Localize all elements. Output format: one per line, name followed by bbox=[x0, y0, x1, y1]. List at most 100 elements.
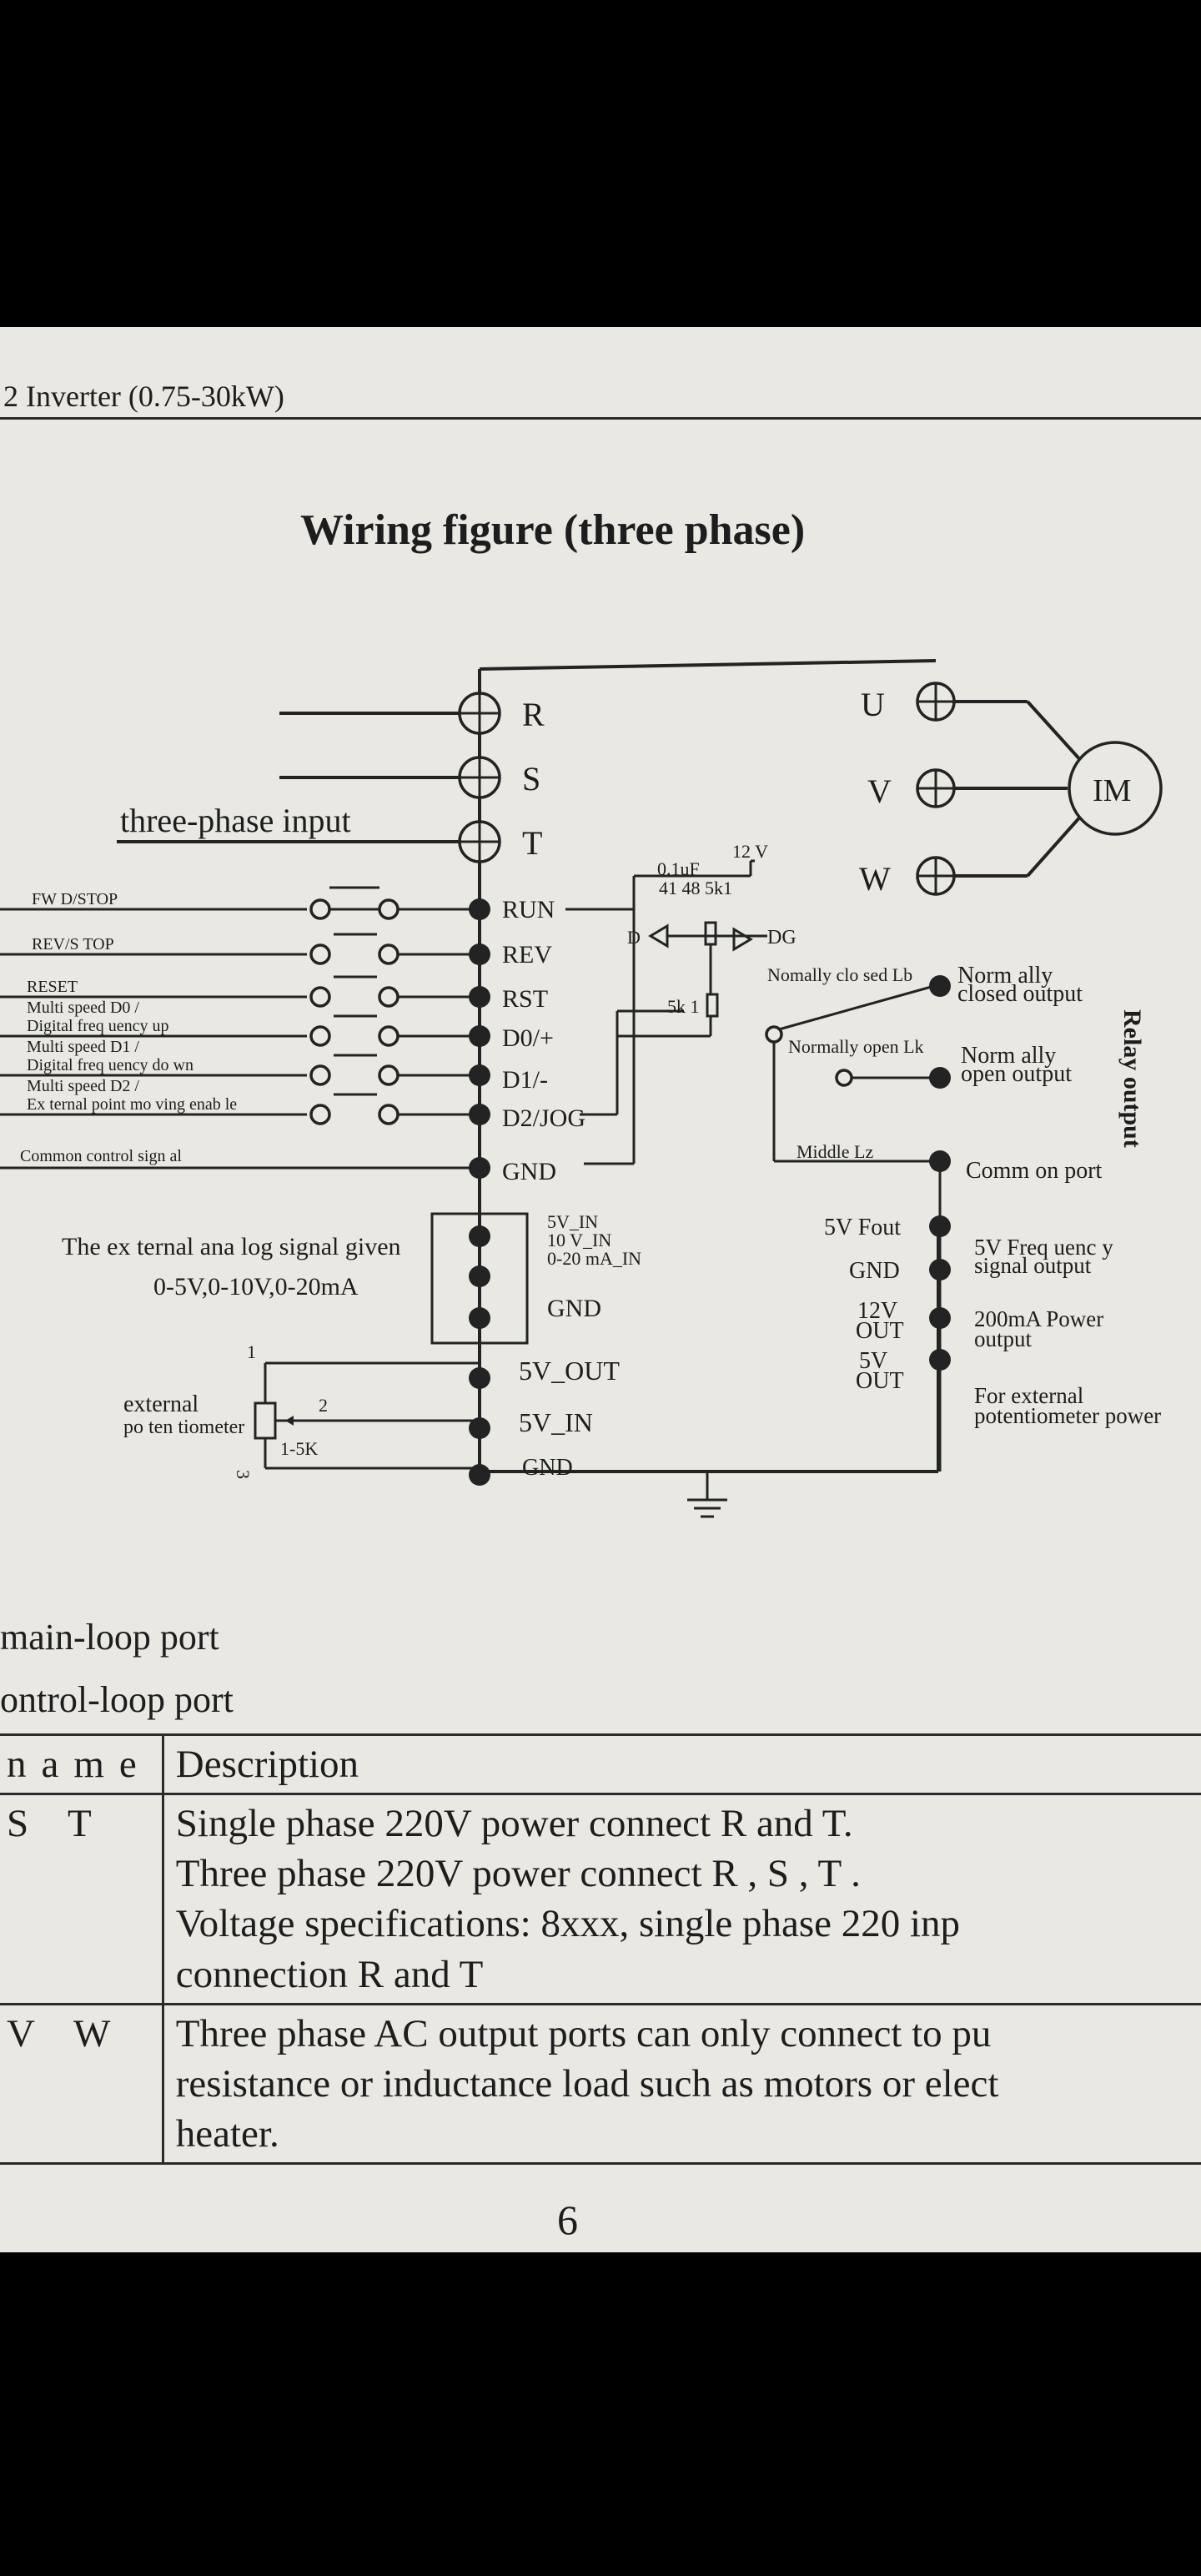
pot-pin-2: 2 bbox=[319, 1395, 328, 1416]
table-row: V W Three phase AC output ports can only… bbox=[0, 2004, 1201, 2164]
common-port-label: Comm on port bbox=[966, 1158, 1103, 1184]
terminal-u-label: U bbox=[861, 686, 885, 723]
manual-page: 2 Inverter (0.75-30kW) Wiring figure (th… bbox=[0, 327, 1201, 2252]
analog-section: The ex ternal ana log signal given0-5V,0… bbox=[62, 1211, 641, 1345]
pot-terminal-dot bbox=[469, 1367, 490, 1389]
no-output-label-a: Norm ally bbox=[961, 1043, 1056, 1069]
power-output-label-b: output bbox=[974, 1326, 1033, 1351]
control-terminal-label: D2/JOG bbox=[502, 1104, 585, 1132]
description-line: Three phase AC output ports can only con… bbox=[175, 2011, 992, 2055]
resistor-label: 5k 1 bbox=[667, 996, 700, 1017]
nc-output-label-a: Norm ally bbox=[957, 963, 1053, 989]
relay-output-side-label: Relay output bbox=[1118, 1009, 1146, 1148]
description-line: connection R and T bbox=[175, 1952, 484, 1996]
motor-label: IM bbox=[1093, 773, 1131, 808]
switch-contact bbox=[309, 1025, 331, 1047]
analog-terminal-label: 10 V_IN bbox=[547, 1230, 611, 1250]
led-icon bbox=[732, 927, 753, 952]
relay-open-contact-label: Normally open Lk bbox=[788, 1036, 924, 1057]
control-terminal-dot bbox=[469, 1104, 490, 1125]
d1-label-a: Multi speed D1 / bbox=[27, 1038, 139, 1056]
analog-terminal-label: 5V_IN bbox=[547, 1211, 598, 1232]
main-loop-heading: main-loop port bbox=[0, 1617, 219, 1658]
analog-signal-label: The ex ternal ana log signal given bbox=[62, 1233, 401, 1260]
table-row: S T Single phase 220V power connect R an… bbox=[0, 1794, 1201, 2005]
right-terminal-dot bbox=[929, 1067, 951, 1089]
pot-wiper-arrow bbox=[285, 1416, 294, 1426]
gnd-terminal-label: GND bbox=[849, 1258, 900, 1284]
switch-0 bbox=[309, 886, 480, 920]
fout-terminal-label: 5V Fout bbox=[824, 1215, 901, 1240]
potentiometer-icon bbox=[254, 1401, 277, 1440]
freq-output-label-a: 5V Freq uenc y bbox=[974, 1235, 1113, 1260]
d2-label-a: Multi speed D2 / bbox=[27, 1077, 139, 1095]
description-line: Single phase 220V power connect R and T. bbox=[175, 1802, 853, 1846]
wiring-diagram: Wiring figure (three phase) R S T bbox=[0, 506, 1163, 1518]
analog-terminal-dot bbox=[469, 1265, 490, 1287]
ext-pot-label-b: potentiometer power bbox=[974, 1403, 1161, 1428]
motor-circle bbox=[1068, 741, 1163, 836]
diode-label: 41 48 5k1 bbox=[659, 878, 732, 898]
terminal-v-label: V bbox=[867, 772, 892, 810]
control-terminal-dot bbox=[469, 986, 490, 1008]
power-output-label-a: 200mA Power bbox=[974, 1306, 1103, 1331]
control-terminal-dot bbox=[469, 943, 490, 965]
nc-output-label-b: closed output bbox=[957, 981, 1083, 1007]
terminal-t bbox=[458, 820, 501, 863]
relay-open-contact bbox=[835, 1069, 853, 1087]
switch-contact bbox=[309, 986, 331, 1008]
description-line: Voltage specifications: 8xxx, single pha… bbox=[175, 1902, 961, 1946]
relay-contact-closed bbox=[778, 984, 935, 1031]
control-terminal-label: D0/+ bbox=[502, 1024, 554, 1052]
terminal-s-label: S bbox=[522, 760, 540, 797]
switch-5 bbox=[309, 1093, 480, 1125]
table-header-row: name Description bbox=[0, 1734, 1201, 1794]
pot-label-b: po ten tiometer bbox=[123, 1416, 244, 1438]
relay-closed-contact-label: Nomally clo sed Lb bbox=[767, 964, 912, 985]
switch-3 bbox=[309, 1014, 480, 1047]
terminal-r-label: R bbox=[522, 696, 545, 733]
pot-terminal-label: 5V_OUT bbox=[519, 1356, 620, 1386]
control-inputs: FW D/STOP REV/S TOP RESET Multi speed D0… bbox=[0, 890, 480, 1170]
no-output-label-b: open output bbox=[961, 1061, 1072, 1087]
analog-terminal-label: 0-20 mA_IN bbox=[547, 1248, 641, 1269]
page-number: 6 bbox=[557, 2196, 578, 2243]
switch-2 bbox=[309, 975, 480, 1008]
switch-contact bbox=[309, 1104, 331, 1125]
switch-1 bbox=[309, 933, 480, 965]
analog-terminal-dot bbox=[469, 1307, 490, 1329]
control-terminal-label: REV bbox=[502, 941, 552, 969]
control-loop-heading: ontrol-loop port bbox=[0, 1679, 234, 1720]
switch-contact bbox=[309, 1064, 331, 1086]
control-terminal-dot bbox=[469, 1157, 490, 1179]
d0-label-a: Multi speed D0 / bbox=[27, 999, 139, 1017]
rev-stop-label: REV/S TOP bbox=[32, 935, 114, 953]
cap-label: 0.1uF bbox=[657, 858, 700, 879]
description-line: heater. bbox=[175, 2112, 279, 2156]
v12-label: 12 V bbox=[732, 841, 768, 862]
port-name: S T bbox=[0, 1794, 164, 2005]
terminal-t-label: T bbox=[522, 824, 542, 862]
control-terminal-dot bbox=[469, 898, 490, 920]
control-terminal-label: D1/- bbox=[502, 1066, 548, 1094]
control-terminal-dot bbox=[469, 1025, 490, 1047]
right-terminal-dot bbox=[929, 975, 951, 997]
terminal-w bbox=[916, 856, 956, 896]
diode-icon bbox=[648, 923, 669, 948]
analog-terminal-dot bbox=[469, 1225, 490, 1247]
d2-label-b: Ex ternal point mo ving enab le bbox=[27, 1095, 237, 1114]
common-control-label: Common control sign al bbox=[20, 1147, 182, 1165]
d0-label-b: Digital freq uency up bbox=[27, 1017, 169, 1035]
pot-range-label: 1-5K bbox=[280, 1438, 318, 1459]
resistor-icon bbox=[706, 993, 719, 1018]
page-header: 2 Inverter (0.75-30kW) bbox=[3, 380, 284, 413]
control-terminal-label: RST bbox=[502, 985, 548, 1013]
pot-terminal-label: 5V_IN bbox=[519, 1407, 593, 1437]
description-line: Three phase 220V power connect R , S , T… bbox=[175, 1852, 861, 1896]
pot-label-a: external bbox=[123, 1391, 198, 1417]
analog-connector-box bbox=[430, 1212, 529, 1345]
pot-terminal-label: GND bbox=[522, 1455, 573, 1481]
